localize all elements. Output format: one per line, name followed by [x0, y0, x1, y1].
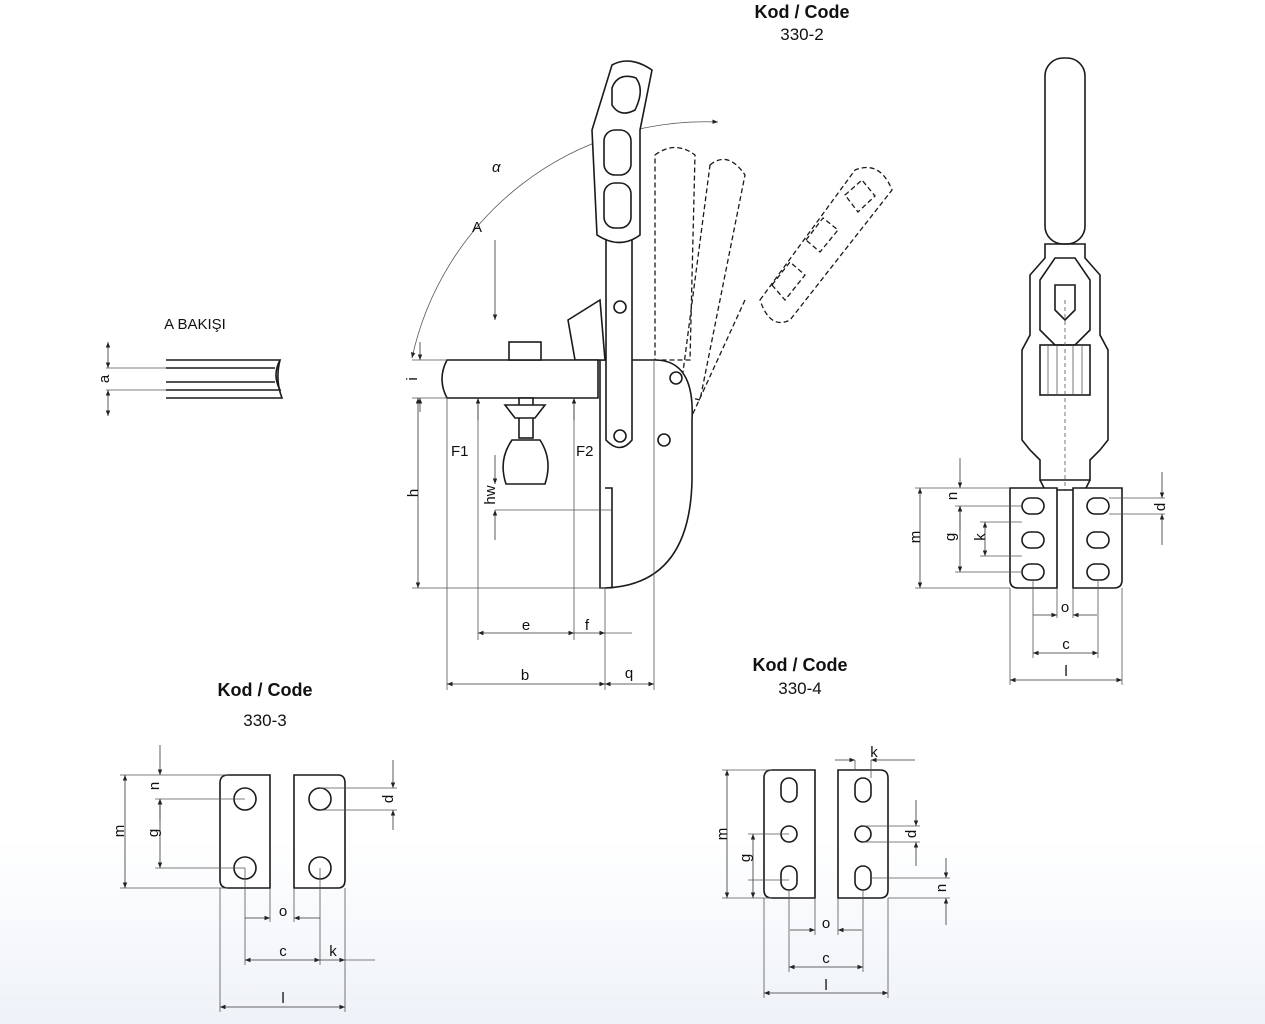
dim-o: o: [822, 915, 830, 932]
plate-330-3: m n g d o c k l: [111, 745, 397, 1012]
dim-f: f: [585, 617, 590, 634]
title-heading: Kod / Code: [753, 655, 848, 675]
dim-n: n: [944, 492, 961, 500]
dim-c: c: [1062, 636, 1070, 653]
dim-d: d: [380, 795, 397, 803]
title-330-4: Kod / Code 330-4: [753, 655, 848, 698]
front-view: m n g k d o c l: [907, 57, 1169, 685]
dim-k: k: [870, 744, 878, 761]
dim-alpha: α: [492, 159, 501, 176]
dim-d: d: [1152, 503, 1169, 511]
dim-e: e: [522, 617, 530, 634]
force-f1: F1: [451, 443, 469, 460]
view-a-label: A: [472, 219, 482, 236]
dim-b: b: [521, 667, 529, 684]
force-f2: F2: [576, 443, 594, 460]
view-label: A BAKIŞI: [164, 316, 226, 333]
dim-l: l: [281, 990, 284, 1007]
title-heading: Kod / Code: [755, 2, 850, 22]
dim-m: m: [714, 828, 731, 841]
title-heading: Kod / Code: [218, 680, 313, 700]
dim-o: o: [279, 903, 287, 920]
dim-m: m: [907, 531, 924, 544]
dim-g: g: [145, 829, 162, 837]
dim-a: a: [96, 374, 113, 383]
dim-hw: hw: [482, 485, 499, 504]
dim-h: h: [405, 489, 422, 497]
dim-q: q: [625, 665, 633, 682]
dim-k: k: [972, 533, 989, 541]
alpha-arc: [411, 119, 719, 359]
dim-i: i: [404, 377, 421, 380]
dim-g: g: [737, 854, 754, 862]
dim-n: n: [146, 782, 163, 790]
dim-c: c: [279, 943, 287, 960]
title-code: 330-2: [780, 25, 823, 44]
dim-k: k: [329, 943, 337, 960]
dim-l: l: [1064, 663, 1067, 680]
dim-c: c: [822, 950, 830, 967]
dim-n: n: [933, 884, 950, 892]
title-code: 330-3: [243, 711, 286, 730]
a-view: A BAKIŞI a: [96, 316, 284, 416]
dim-g: g: [942, 533, 959, 541]
title-330-3: Kod / Code 330-3: [218, 680, 313, 730]
dim-l: l: [824, 977, 827, 994]
title-330-2: Kod / Code 330-2: [755, 2, 850, 44]
dim-m: m: [111, 825, 128, 838]
plate-330-4: m g k d n o c l: [714, 744, 950, 998]
dim-o: o: [1061, 599, 1069, 616]
dim-d: d: [903, 830, 920, 838]
side-view: α A: [404, 60, 893, 690]
title-code: 330-4: [778, 679, 821, 698]
